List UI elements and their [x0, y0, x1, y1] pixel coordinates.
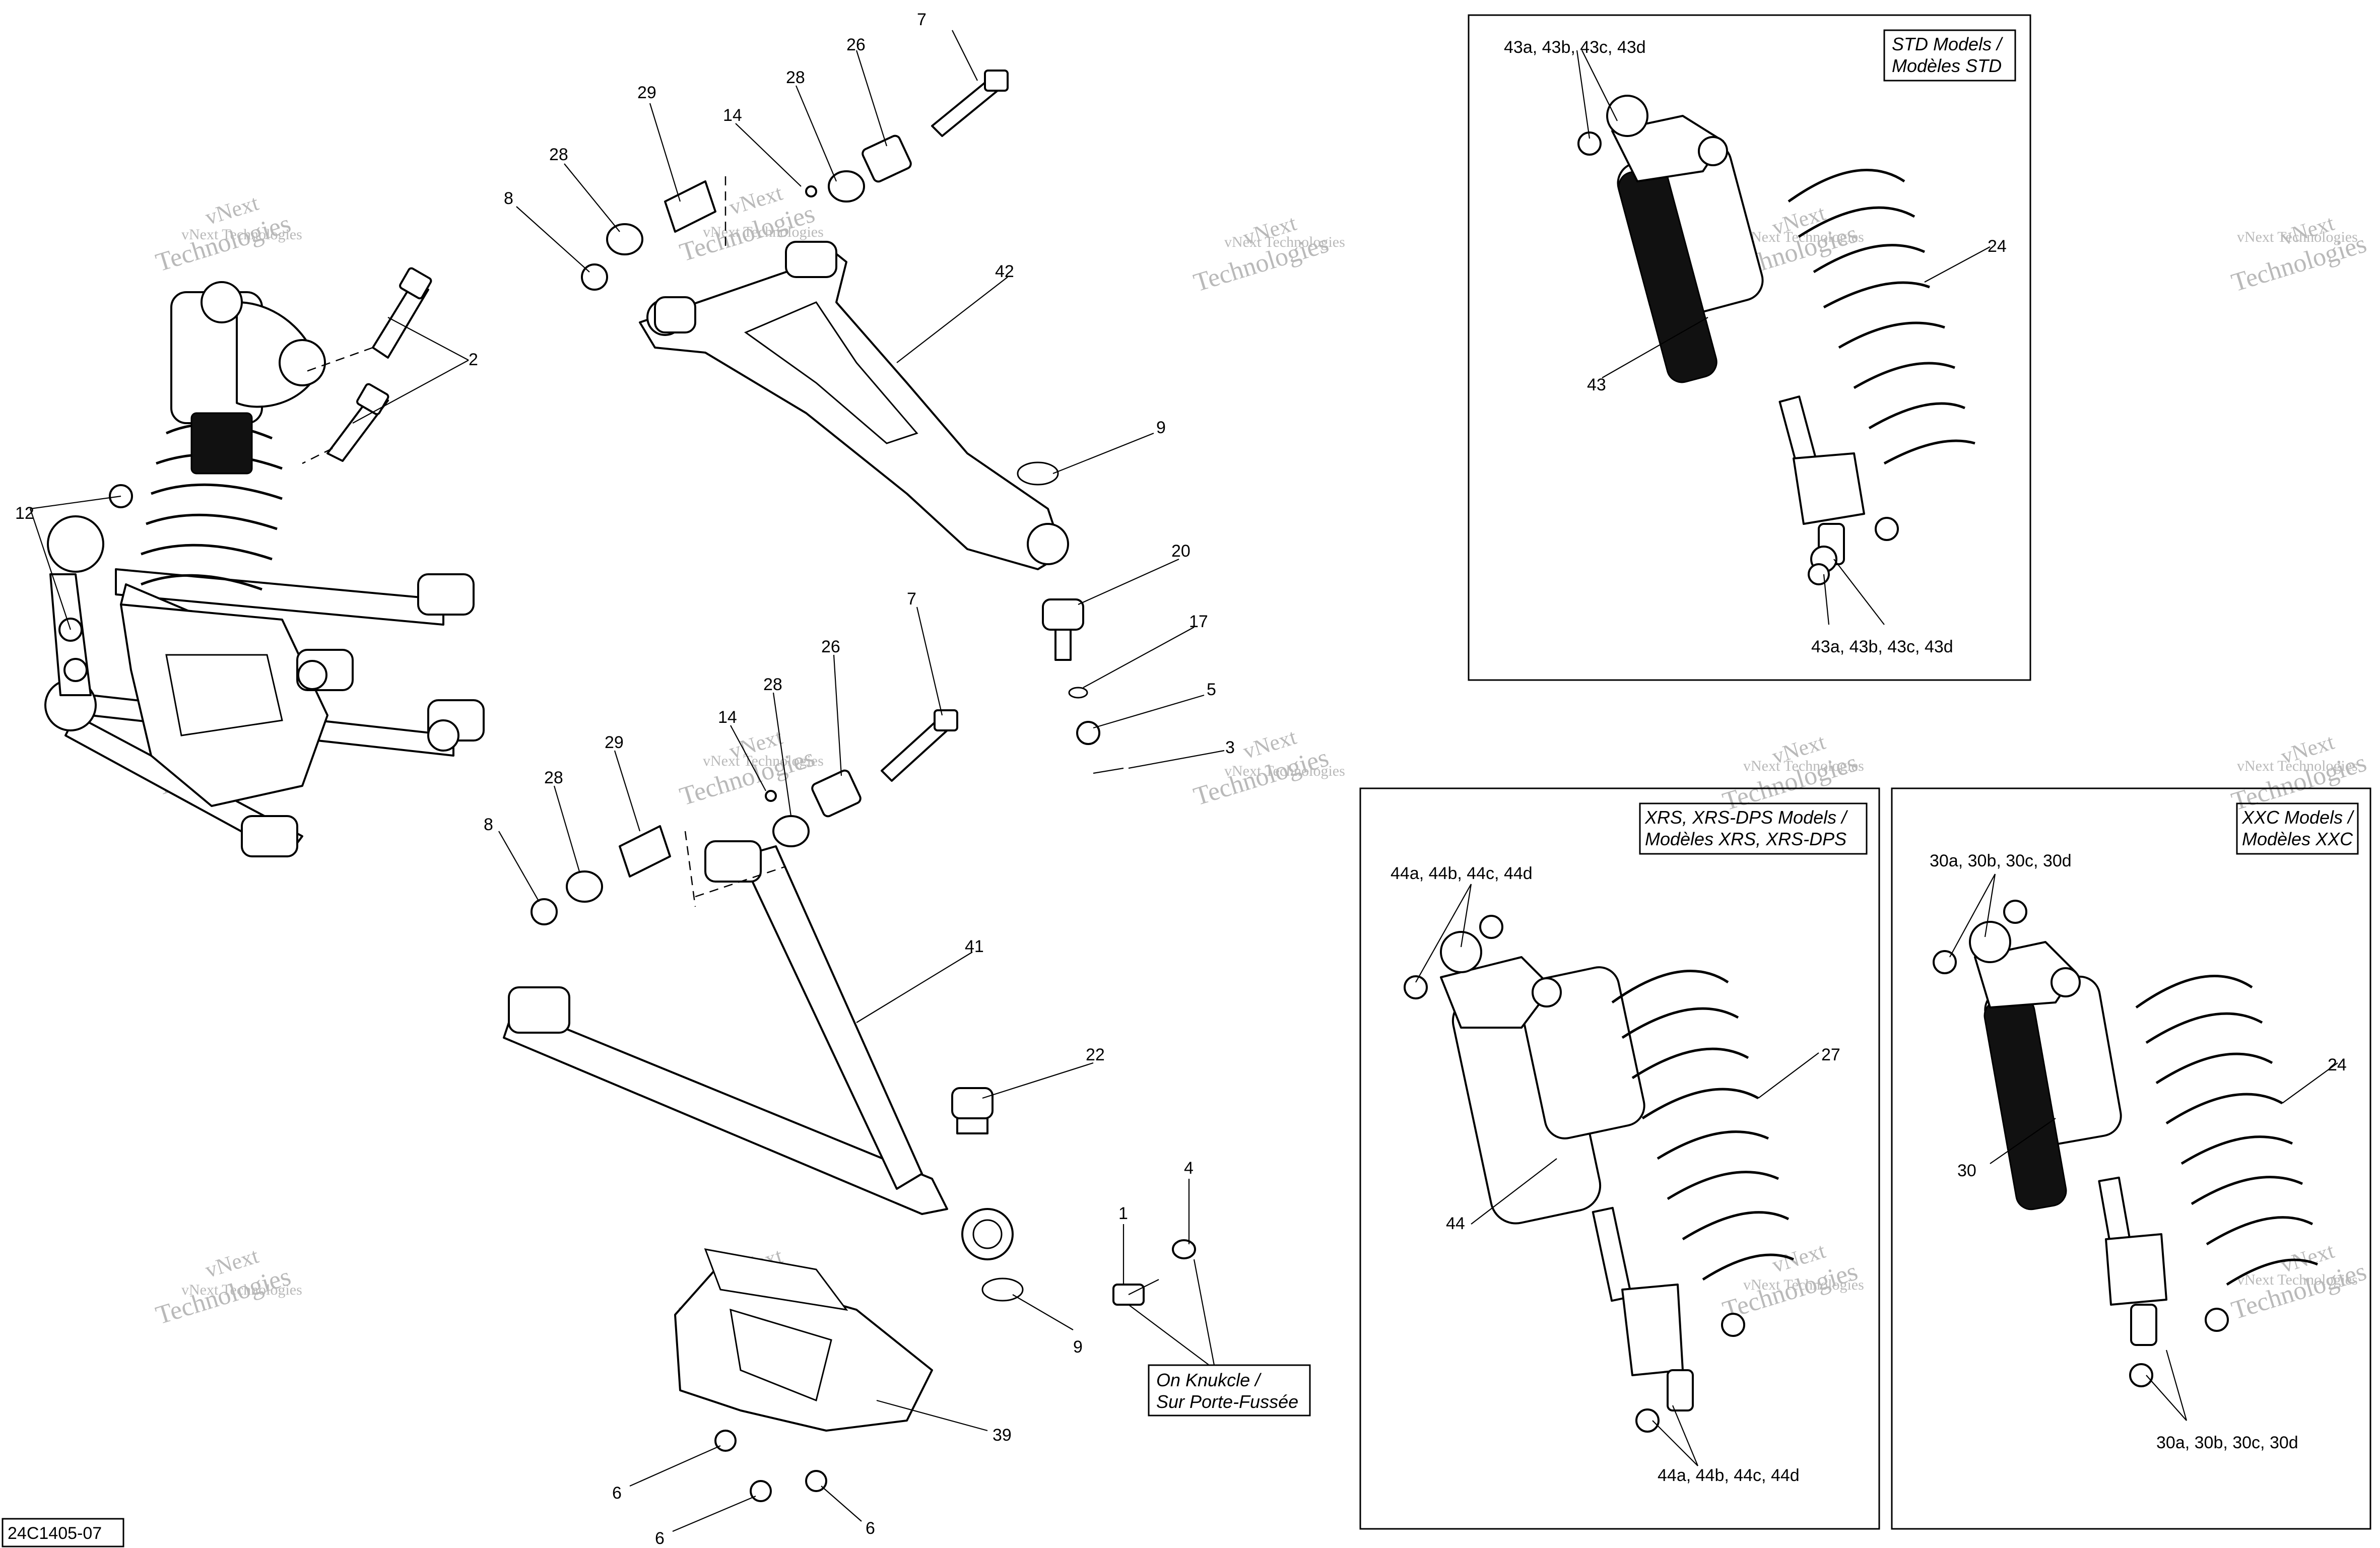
callout-3: 3	[1225, 738, 1235, 757]
callout-29: 29	[637, 83, 656, 102]
callout-26: 26	[821, 637, 840, 656]
callout-43: 43	[1587, 375, 1606, 394]
callout-30: 30	[1957, 1161, 1976, 1180]
callout-7: 7	[917, 10, 927, 29]
callout-8: 8	[484, 815, 493, 834]
watermark-small: vNext Technologies	[1743, 758, 1864, 774]
xxc-box-title-1: XXC Models /	[2241, 807, 2355, 828]
callout-5: 5	[1207, 680, 1216, 699]
callout-29: 29	[605, 733, 624, 752]
callout-24: 24	[1988, 237, 2007, 256]
xrs-box-title-2: Modèles XRS, XRS-DPS	[1645, 829, 1846, 849]
callout-1: 1	[1118, 1204, 1128, 1223]
std-models-panel: STD Models / Modèles STD	[1468, 14, 2031, 681]
watermark-small: vNext Technologies	[1743, 1276, 1864, 1293]
callout-20: 20	[1171, 542, 1191, 561]
diagram-code: 24C1405-07	[8, 1524, 102, 1543]
watermark-small: vNext Technologies	[181, 226, 302, 243]
callout-9: 9	[1156, 418, 1166, 437]
xxc-models-panel: XXC Models / Modèles XXC 30a, 30	[1891, 787, 2371, 1530]
callout-44-set: 44a, 44b, 44c, 44d	[1658, 1466, 1800, 1485]
leader-lines	[29, 30, 1225, 1532]
callout-17: 17	[1189, 612, 1208, 631]
callout-28: 28	[786, 68, 805, 87]
std-box-title-2: Modèles STD	[1892, 55, 2002, 76]
callout-39: 39	[993, 1426, 1012, 1445]
assembled-suspension	[44, 281, 485, 857]
callout-2: 2	[469, 350, 478, 369]
hardware-upper	[581, 70, 1124, 774]
watermark-small: vNext Technologies	[2237, 229, 2358, 245]
callout-4: 4	[1184, 1159, 1194, 1178]
callout-26: 26	[846, 35, 866, 54]
callout-9: 9	[1073, 1337, 1083, 1357]
watermark-small: vNext Technologies	[181, 1282, 302, 1298]
upper-a-arm	[639, 241, 1069, 570]
callout-28: 28	[763, 675, 782, 694]
callout-43-set: 43a, 43b, 43c, 43d	[1811, 637, 1953, 656]
xrs-models-panel: XRS, XRS-DPS Models / Modèles XRS, XRS-D…	[1359, 787, 1880, 1530]
callout-14: 14	[718, 708, 737, 727]
callout-27: 27	[1821, 1045, 1840, 1064]
knuckle-note: On Knukcle / Sur Porte-Fussée	[1148, 1364, 1311, 1417]
watermark-small: vNext Technologies	[703, 753, 824, 769]
watermark-small: vNext Technologies	[1743, 229, 1864, 245]
watermark-small: vNext Technologies	[2237, 1271, 2358, 1288]
skid-plate	[674, 1248, 933, 1432]
callout-43-set: 43a, 43b, 43c, 43d	[1504, 38, 1646, 57]
callout-labels: 2 12 7 26 28 14 29 28 8 42 9 20 17 5 3 7…	[15, 10, 1235, 1548]
xrs-box-title-1: XRS, XRS-DPS Models /	[1644, 807, 1848, 828]
callout-30-set: 30a, 30b, 30c, 30d	[1930, 851, 2072, 870]
callout-6: 6	[612, 1484, 622, 1503]
callout-41: 41	[965, 937, 984, 956]
hardware-lower	[531, 709, 1196, 1502]
diagram-code-box: 24C1405-07	[2, 1518, 124, 1547]
callout-24: 24	[2328, 1055, 2347, 1074]
callout-8: 8	[504, 189, 513, 208]
callout-28: 28	[544, 768, 563, 787]
callout-42: 42	[995, 262, 1014, 281]
callout-22: 22	[1086, 1045, 1105, 1064]
xxc-box-title-2: Modèles XXC	[2242, 829, 2353, 849]
callout-30-set: 30a, 30b, 30c, 30d	[2156, 1433, 2298, 1452]
callout-44: 44	[1446, 1214, 1465, 1233]
callout-7: 7	[907, 589, 916, 609]
callout-12: 12	[15, 504, 34, 523]
knuckle-note-line2: Sur Porte-Fussée	[1156, 1391, 1298, 1412]
callout-6: 6	[866, 1519, 875, 1538]
watermark-small: vNext Technologies	[703, 224, 824, 240]
callout-6: 6	[655, 1529, 665, 1548]
std-box-title-1: STD Models /	[1892, 34, 2004, 54]
callout-28: 28	[549, 145, 568, 164]
lower-a-arm	[503, 840, 1014, 1260]
callout-44-set: 44a, 44b, 44c, 44d	[1391, 864, 1533, 883]
callout-14: 14	[723, 106, 742, 125]
watermark-small: vNext Technologies	[2237, 758, 2358, 774]
bolt-part-2	[302, 267, 432, 464]
watermark-small: vNext Technologies	[1224, 234, 1345, 250]
knuckle-note-line1: On Knukcle /	[1156, 1370, 1262, 1390]
watermark-small: vNext Technologies	[1224, 763, 1345, 779]
